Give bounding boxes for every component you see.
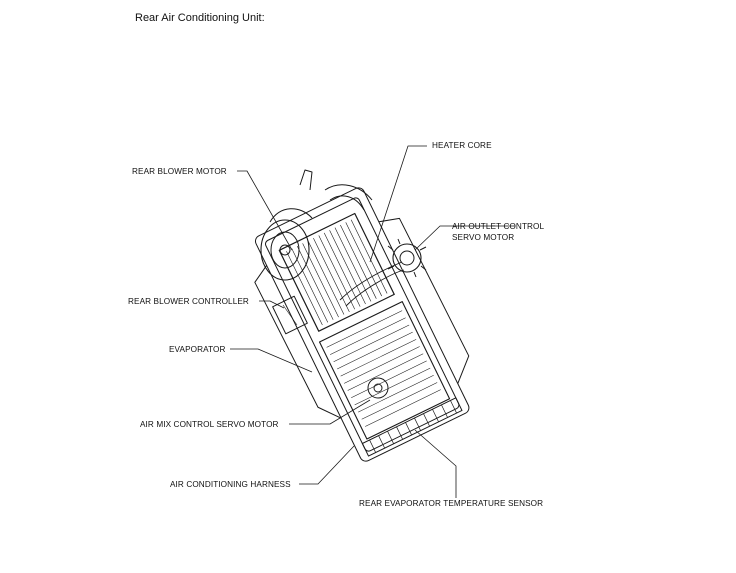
label-rear-blower-motor: REAR BLOWER MOTOR [132, 167, 227, 176]
label-air-conditioning-harness: AIR CONDITIONING HARNESS [170, 480, 291, 489]
label-air-outlet-control-line1: AIR OUTLET CONTROL [452, 222, 545, 231]
label-heater-core: HEATER CORE [432, 141, 492, 150]
label-air-outlet-control-line2: SERVO MOTOR [452, 233, 515, 242]
blower-motor-shape [260, 169, 373, 281]
label-air-mix-control-servo-motor: AIR MIX CONTROL SERVO MOTOR [140, 420, 279, 429]
label-rear-blower-controller: REAR BLOWER CONTROLLER [128, 297, 249, 306]
blower-controller-shape [272, 295, 308, 335]
label-evaporator: EVAPORATOR [169, 345, 226, 354]
label-rear-evaporator-temperature-sensor: REAR EVAPORATOR TEMPERATURE SENSOR [359, 499, 544, 508]
air-mix-servo-shape [367, 377, 389, 399]
unit-housing [254, 187, 470, 462]
leader-lines [230, 145, 515, 498]
diagram-heading: Rear Air Conditioning Unit: [135, 12, 265, 24]
air-outlet-servo-shape [387, 238, 427, 278]
